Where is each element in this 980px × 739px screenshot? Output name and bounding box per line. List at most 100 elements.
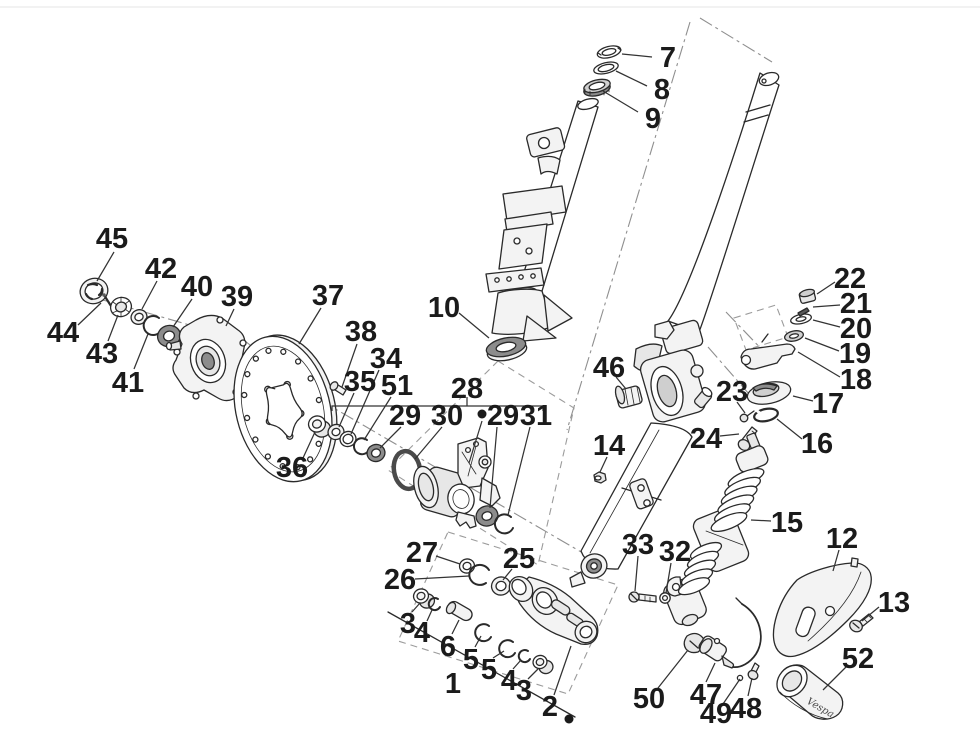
callout-label-28: 28 bbox=[451, 373, 483, 405]
callout-leader-26 bbox=[414, 575, 470, 580]
callout-leader-3 bbox=[527, 668, 539, 680]
callout-leader-33 bbox=[634, 555, 639, 592]
part-5-circlip-right bbox=[498, 639, 516, 659]
callout-leader-10 bbox=[458, 312, 490, 339]
part-28-knuckle bbox=[413, 437, 501, 529]
callout-leader-34 bbox=[350, 369, 380, 435]
callout-leader-51 bbox=[363, 396, 392, 441]
callout-label-5: 5 bbox=[481, 654, 497, 686]
callout-label-25: 25 bbox=[503, 543, 535, 575]
callout-label-16: 16 bbox=[801, 428, 833, 460]
callout-label-45: 45 bbox=[96, 223, 128, 255]
part-31-circlip bbox=[493, 513, 514, 535]
callout-leader-15 bbox=[750, 519, 772, 522]
group-1-line bbox=[387, 611, 576, 718]
part-51-circlip bbox=[352, 437, 370, 456]
part-26-ring bbox=[468, 563, 490, 586]
callout-label-33: 33 bbox=[622, 529, 654, 561]
callout-leader-20 bbox=[812, 319, 841, 328]
callout-label-37: 37 bbox=[312, 280, 344, 312]
sensor-cable bbox=[732, 603, 762, 668]
callout-leader-35 bbox=[338, 392, 355, 428]
callout-label-8: 8 bbox=[654, 74, 670, 106]
callout-leader-44 bbox=[77, 302, 102, 326]
callout-label-41: 41 bbox=[112, 367, 144, 399]
callout-label-51: 51 bbox=[381, 370, 413, 402]
callout-leader-49 bbox=[722, 678, 741, 705]
callout-leader-5 bbox=[474, 635, 482, 648]
part-3-bushing-right bbox=[532, 654, 554, 675]
callout-leader-21 bbox=[812, 304, 841, 308]
part-12-cover bbox=[772, 557, 872, 658]
callout-leader-22 bbox=[816, 281, 836, 295]
callout-label-26: 26 bbox=[384, 564, 416, 596]
callout-label-29: 29 bbox=[487, 400, 519, 432]
callout-leader-31 bbox=[507, 426, 531, 516]
callout-leader-42 bbox=[141, 280, 158, 310]
callout-leader-50 bbox=[657, 649, 689, 689]
callout-label-30: 30 bbox=[431, 400, 463, 432]
part-43-bearing bbox=[109, 296, 133, 318]
part-29-bearing-right bbox=[475, 505, 499, 527]
sensor-cable-end bbox=[735, 597, 743, 605]
callout-leader-47 bbox=[705, 662, 716, 683]
callout-leader-30 bbox=[414, 426, 443, 460]
part-29-bearing-left bbox=[366, 443, 386, 463]
callout-leader-7 bbox=[621, 53, 653, 58]
callout-leader-18 bbox=[797, 351, 841, 378]
callout-leader-13 bbox=[861, 606, 880, 622]
part-34-washer bbox=[339, 430, 357, 448]
callout-label-46: 46 bbox=[593, 352, 625, 384]
callout-label-35: 35 bbox=[344, 366, 376, 398]
callout-leader-37 bbox=[298, 307, 322, 345]
group-28-bracket bbox=[331, 397, 544, 411]
kit-bullet-1 bbox=[564, 714, 574, 724]
callout-label-4: 4 bbox=[501, 665, 517, 697]
callout-label-48: 48 bbox=[730, 693, 762, 725]
callout-label-5: 5 bbox=[463, 644, 479, 676]
callout-leader-29 bbox=[379, 426, 402, 449]
part-47-sensor bbox=[698, 635, 735, 669]
part-22-nut bbox=[798, 288, 817, 304]
callout-label-17: 17 bbox=[812, 388, 844, 420]
part-35-seal bbox=[327, 423, 345, 441]
callout-label-6: 6 bbox=[440, 631, 456, 663]
callout-leader-4 bbox=[512, 659, 522, 670]
part-13-screw bbox=[849, 613, 874, 633]
callout-leader-25 bbox=[502, 568, 513, 581]
callout-label-19: 19 bbox=[839, 338, 871, 370]
callout-label-40: 40 bbox=[181, 271, 213, 303]
part-18-lever bbox=[740, 333, 796, 370]
callout-leader-17 bbox=[792, 395, 814, 402]
callout-label-47: 47 bbox=[690, 679, 722, 711]
callout-label-52: 52 bbox=[842, 643, 874, 675]
callout-leader-2 bbox=[553, 645, 572, 696]
part-2-arm bbox=[508, 575, 599, 645]
callout-label-22: 22 bbox=[834, 263, 866, 295]
part-49-pin bbox=[736, 674, 744, 682]
callout-label-36: 36 bbox=[276, 452, 308, 484]
callout-leader-36 bbox=[302, 431, 316, 459]
callout-leader-6 bbox=[451, 619, 460, 635]
callout-label-12: 12 bbox=[826, 523, 858, 555]
callout-label-15: 15 bbox=[771, 507, 803, 539]
callout-label-18: 18 bbox=[840, 364, 872, 396]
part-42-spacer bbox=[130, 309, 148, 325]
part-45-cap bbox=[79, 277, 109, 305]
callout-leader-48 bbox=[747, 677, 753, 697]
callout-label-14: 14 bbox=[593, 430, 625, 462]
callout-leader-41 bbox=[133, 333, 149, 370]
part-38-bolt bbox=[329, 381, 347, 396]
part-44-pin bbox=[102, 293, 113, 308]
callout-leader-5 bbox=[492, 650, 505, 659]
callout-leader-40 bbox=[172, 298, 193, 328]
part-36-bushing bbox=[307, 415, 332, 438]
part-46-bushing bbox=[614, 385, 643, 409]
part-6-pin bbox=[445, 600, 473, 622]
part-7-ring-nut bbox=[596, 45, 622, 59]
callout-label-24: 24 bbox=[690, 423, 722, 455]
part-17-bearing-plate bbox=[746, 381, 792, 405]
